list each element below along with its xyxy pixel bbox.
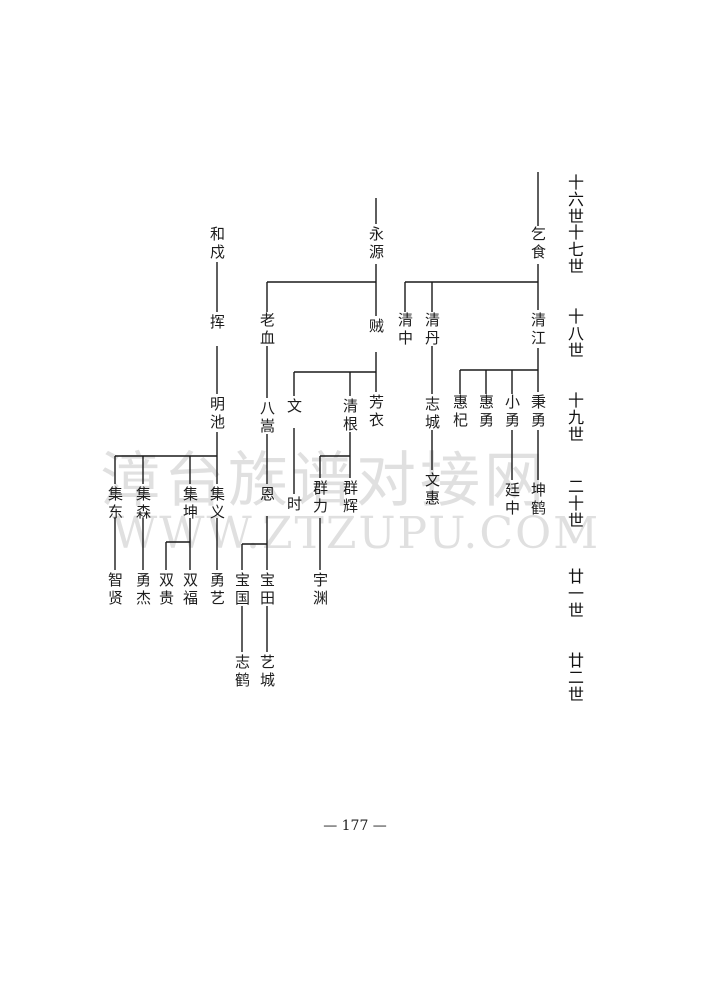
person-name: 惠勇	[477, 394, 495, 430]
person-name: 文惠	[423, 472, 441, 508]
person-name: 时	[285, 496, 303, 514]
person-name: 乞食	[529, 226, 547, 262]
person-name: 集森	[134, 486, 152, 522]
generation-label: 廿二世	[565, 652, 584, 703]
person-name: 勇艺	[208, 572, 226, 608]
person-name: 老血	[258, 312, 276, 348]
person-name: 廷中	[503, 482, 521, 518]
person-name: 双贵	[157, 572, 175, 608]
person-name: 贼	[367, 318, 385, 336]
person-name: 勇杰	[134, 572, 152, 608]
person-name: 智贤	[106, 572, 124, 608]
watermark-english: WWW.ZTZUPU.COM	[112, 508, 601, 559]
person-name: 集东	[106, 486, 124, 522]
generation-label: 十七世	[565, 224, 584, 275]
person-name: 双福	[181, 572, 199, 608]
person-name: 集义	[208, 486, 226, 522]
person-name: 志鹤	[233, 654, 251, 690]
person-name: 集坤	[181, 486, 199, 522]
person-name: 文	[285, 398, 303, 416]
person-name: 清丹	[423, 312, 441, 348]
person-name: 清根	[341, 398, 359, 434]
person-name: 清中	[396, 312, 414, 348]
generation-label: 十八世	[565, 308, 584, 359]
person-name: 惠杞	[451, 394, 469, 430]
person-name: 清江	[529, 312, 547, 348]
person-name: 恩	[258, 486, 276, 504]
person-name: 八嵩	[258, 400, 276, 436]
person-name: 宝田	[258, 572, 276, 608]
page-number: — 177 —	[323, 818, 387, 834]
watermark-chinese: 漳台族谱对接网	[100, 446, 548, 516]
generation-label: 十六世	[565, 174, 584, 225]
person-name: 志城	[423, 396, 441, 432]
person-name: 永源	[367, 226, 385, 262]
person-name: 宇渊	[311, 572, 329, 608]
person-name: 宝国	[233, 572, 251, 608]
generation-label: 廿一世	[565, 568, 584, 619]
person-name: 群力	[311, 480, 329, 516]
generation-label: 二十世	[565, 478, 584, 529]
person-name: 芳衣	[367, 394, 385, 430]
person-name: 群辉	[341, 480, 359, 516]
person-name: 挥	[208, 314, 226, 332]
person-name: 秉勇	[529, 394, 547, 430]
person-name: 坤鹤	[529, 482, 547, 518]
person-name: 小勇	[503, 394, 521, 430]
person-name: 明池	[208, 396, 226, 432]
person-name: 和戍	[208, 226, 226, 262]
person-name: 艺城	[258, 654, 276, 690]
generation-label: 十九世	[565, 392, 584, 443]
